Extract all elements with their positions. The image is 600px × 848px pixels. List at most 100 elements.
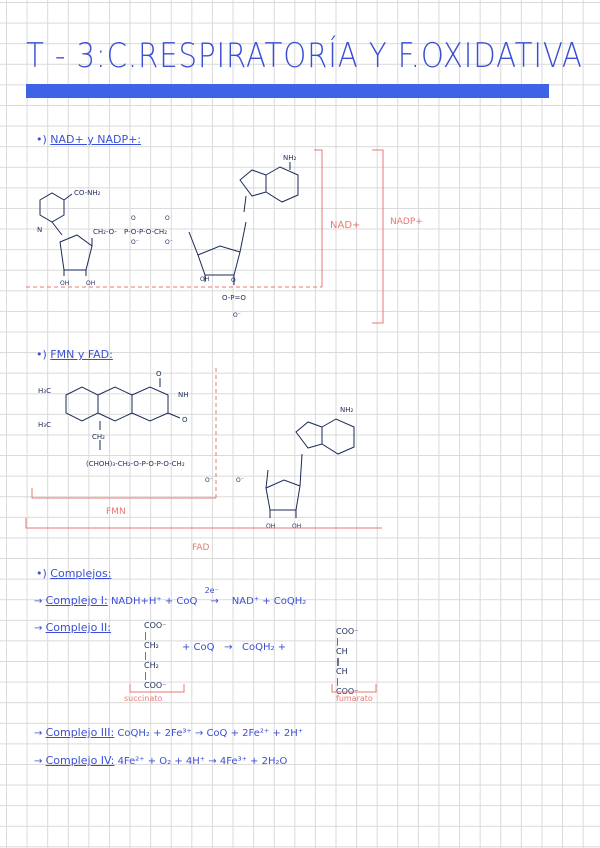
- fad-ribose: [265, 479, 301, 511]
- section-label-nad: NAD+ y NADP+:: [50, 133, 142, 146]
- fmn-structure-diagram: H₃C H₃C NH O O CH₂ (CHOH)₃-CH₂-O-P-O-P-O…: [25, 368, 382, 553]
- oh-1: OH: [60, 280, 69, 287]
- arrow-icon: →: [34, 728, 43, 739]
- section-heading-fmn: •) FMN y FAD:: [36, 348, 113, 361]
- nad-bracket: [314, 149, 323, 287]
- pyrazine-ring: [97, 386, 133, 422]
- fad-oh-2: OH: [292, 523, 301, 530]
- ch2-label: CH₂: [92, 433, 105, 441]
- o-double-2: O: [165, 215, 170, 222]
- o-minus-2: O⁻: [165, 239, 173, 246]
- o-minus-1: O⁻: [131, 239, 139, 246]
- ribityl-chain: (CHOH)₃-CH₂-O-P-O-P-O-CH₂: [86, 460, 185, 468]
- o-ribose: O: [231, 277, 236, 284]
- section-label-complejos: Complejos:: [50, 567, 112, 580]
- arrow-icon: →: [34, 596, 43, 607]
- complex-4-row: → Complejo IV: 4Fe²⁺ + O₂ + 4H⁺ → 4Fe³⁺ …: [34, 754, 287, 767]
- complex-1-label: Complejo I:: [45, 594, 108, 607]
- section-heading-nad: •) NAD+ y NADP+:: [36, 133, 141, 146]
- section-heading-complejos: •) Complejos:: [36, 567, 111, 580]
- complex-2-mid: + CoQ → CoQH₂ +: [182, 642, 286, 653]
- complex-3-lhs: CoQH₂ + 2Fe³⁺: [117, 728, 192, 739]
- o-double-1: O: [131, 215, 136, 222]
- adenine-imidazole: [295, 421, 323, 449]
- succinate-line: COO⁻: [144, 681, 167, 690]
- pyrimidine-ring: [265, 166, 299, 203]
- ribose-right: [197, 245, 241, 276]
- o-right: O: [182, 416, 188, 424]
- succinate-structure: COO⁻ | CH₂ | CH₂ | COO⁻: [144, 621, 166, 691]
- succinate-label: succinato: [124, 694, 163, 703]
- nh-label: NH: [178, 391, 189, 399]
- complex-2-coq: + CoQ: [182, 642, 215, 653]
- fad-bracket: [25, 518, 382, 529]
- nad-label: NAD+: [330, 220, 360, 231]
- nadp-label: NADP+: [390, 217, 423, 227]
- section-label-fmn: FMN y FAD:: [50, 348, 113, 361]
- adenine-nh2: NH₂: [283, 154, 297, 162]
- complex-1-row: → Complejo I: NADH+H⁺ + CoQ 2e⁻ → NAD⁺ +…: [34, 586, 307, 607]
- complex-4-rhs: 4Fe³⁺ + 2H₂O: [219, 756, 288, 767]
- methyl-top: H₃C: [38, 387, 51, 395]
- fumarate-label: fumarato: [336, 694, 373, 703]
- pyridine-ring: [39, 192, 65, 223]
- succinate-line: CH₂: [144, 641, 159, 650]
- oh-3: OH: [200, 276, 209, 283]
- complex-2-row: → Complejo II:: [34, 621, 111, 634]
- adenine-pyrimidine: [321, 418, 355, 455]
- succinate-line: |: [144, 671, 147, 680]
- ribose-left: [59, 234, 93, 271]
- page-title: T - 3:C.RESPIRATORÍA Y F.OXIDATIVA: [26, 36, 583, 76]
- fad-nh2: NH₂: [340, 406, 354, 414]
- fumarate-bracket: [331, 684, 377, 693]
- arrow-icon: →: [208, 756, 217, 767]
- complex-2-label: Complejo II:: [45, 621, 111, 634]
- imidazole-ring: [239, 169, 267, 197]
- fumarate-line: |: [336, 677, 339, 686]
- pyrimidine-ring: [131, 386, 169, 422]
- arrow-icon: →: [194, 728, 204, 739]
- complex-1-electrons: 2e⁻: [204, 586, 219, 595]
- bullet: •): [36, 348, 47, 361]
- phosphate-group: O-P=O: [222, 294, 246, 302]
- complex-3-label: Complejo III:: [45, 726, 115, 739]
- fumarate-line: ‖: [336, 657, 340, 666]
- fmn-label: FMN: [106, 507, 126, 517]
- fumarate-line: |: [336, 637, 339, 646]
- complex-1-lhs: NADH+H⁺ + CoQ: [110, 596, 198, 607]
- fumarate-line: CH: [336, 647, 348, 656]
- arrow-icon: →: [210, 596, 219, 607]
- complex-3-rhs: CoQ + 2Fe²⁺ + 2H⁺: [206, 728, 304, 739]
- o-minus-fmn-1: O⁻: [205, 477, 213, 484]
- fumarate-line: COO⁻: [336, 627, 359, 636]
- arrow-icon: →: [34, 623, 43, 634]
- fad-oh-1: OH: [266, 523, 275, 530]
- fad-label: FAD: [192, 543, 210, 553]
- o-top: O: [156, 370, 162, 378]
- bullet: •): [36, 133, 47, 146]
- complex-2-brackets: [129, 684, 377, 693]
- complex-4-label: Complejo IV:: [45, 754, 115, 767]
- succinate-line: |: [144, 631, 147, 640]
- o-minus-fmn-2: O⁻: [236, 477, 244, 484]
- succinate-line: COO⁻: [144, 621, 167, 630]
- succinate-line: |: [144, 651, 147, 660]
- methyl-bottom: H₃C: [38, 421, 51, 429]
- title-bar: [26, 84, 549, 98]
- complex-1-reaction-arrow: 2e⁻ →: [201, 586, 229, 607]
- benzene-ring: [65, 386, 99, 422]
- fmn-bracket: [31, 488, 216, 499]
- amide-group-label: CO-NH₂: [74, 189, 101, 197]
- o-minus-3: O⁻: [233, 312, 241, 319]
- complex-1-rhs: NAD⁺ + CoQH₂: [231, 596, 307, 607]
- complex-4-lhs: 4Fe²⁺ + O₂ + 4H⁺: [117, 756, 206, 767]
- succinate-line: CH₂: [144, 661, 159, 670]
- nadp-bracket: [372, 149, 384, 324]
- complex-3-row: → Complejo III: CoQH₂ + 2Fe³⁺ → CoQ + 2F…: [34, 726, 303, 739]
- fumarate-line: CH: [336, 667, 348, 676]
- phosphate-chain: P-O-P-O-CH₂: [124, 228, 167, 236]
- oh-2: OH: [86, 280, 95, 287]
- pyridinium-n: N: [37, 226, 42, 234]
- succinate-bracket: [129, 684, 185, 693]
- arrow-icon: →: [34, 756, 43, 767]
